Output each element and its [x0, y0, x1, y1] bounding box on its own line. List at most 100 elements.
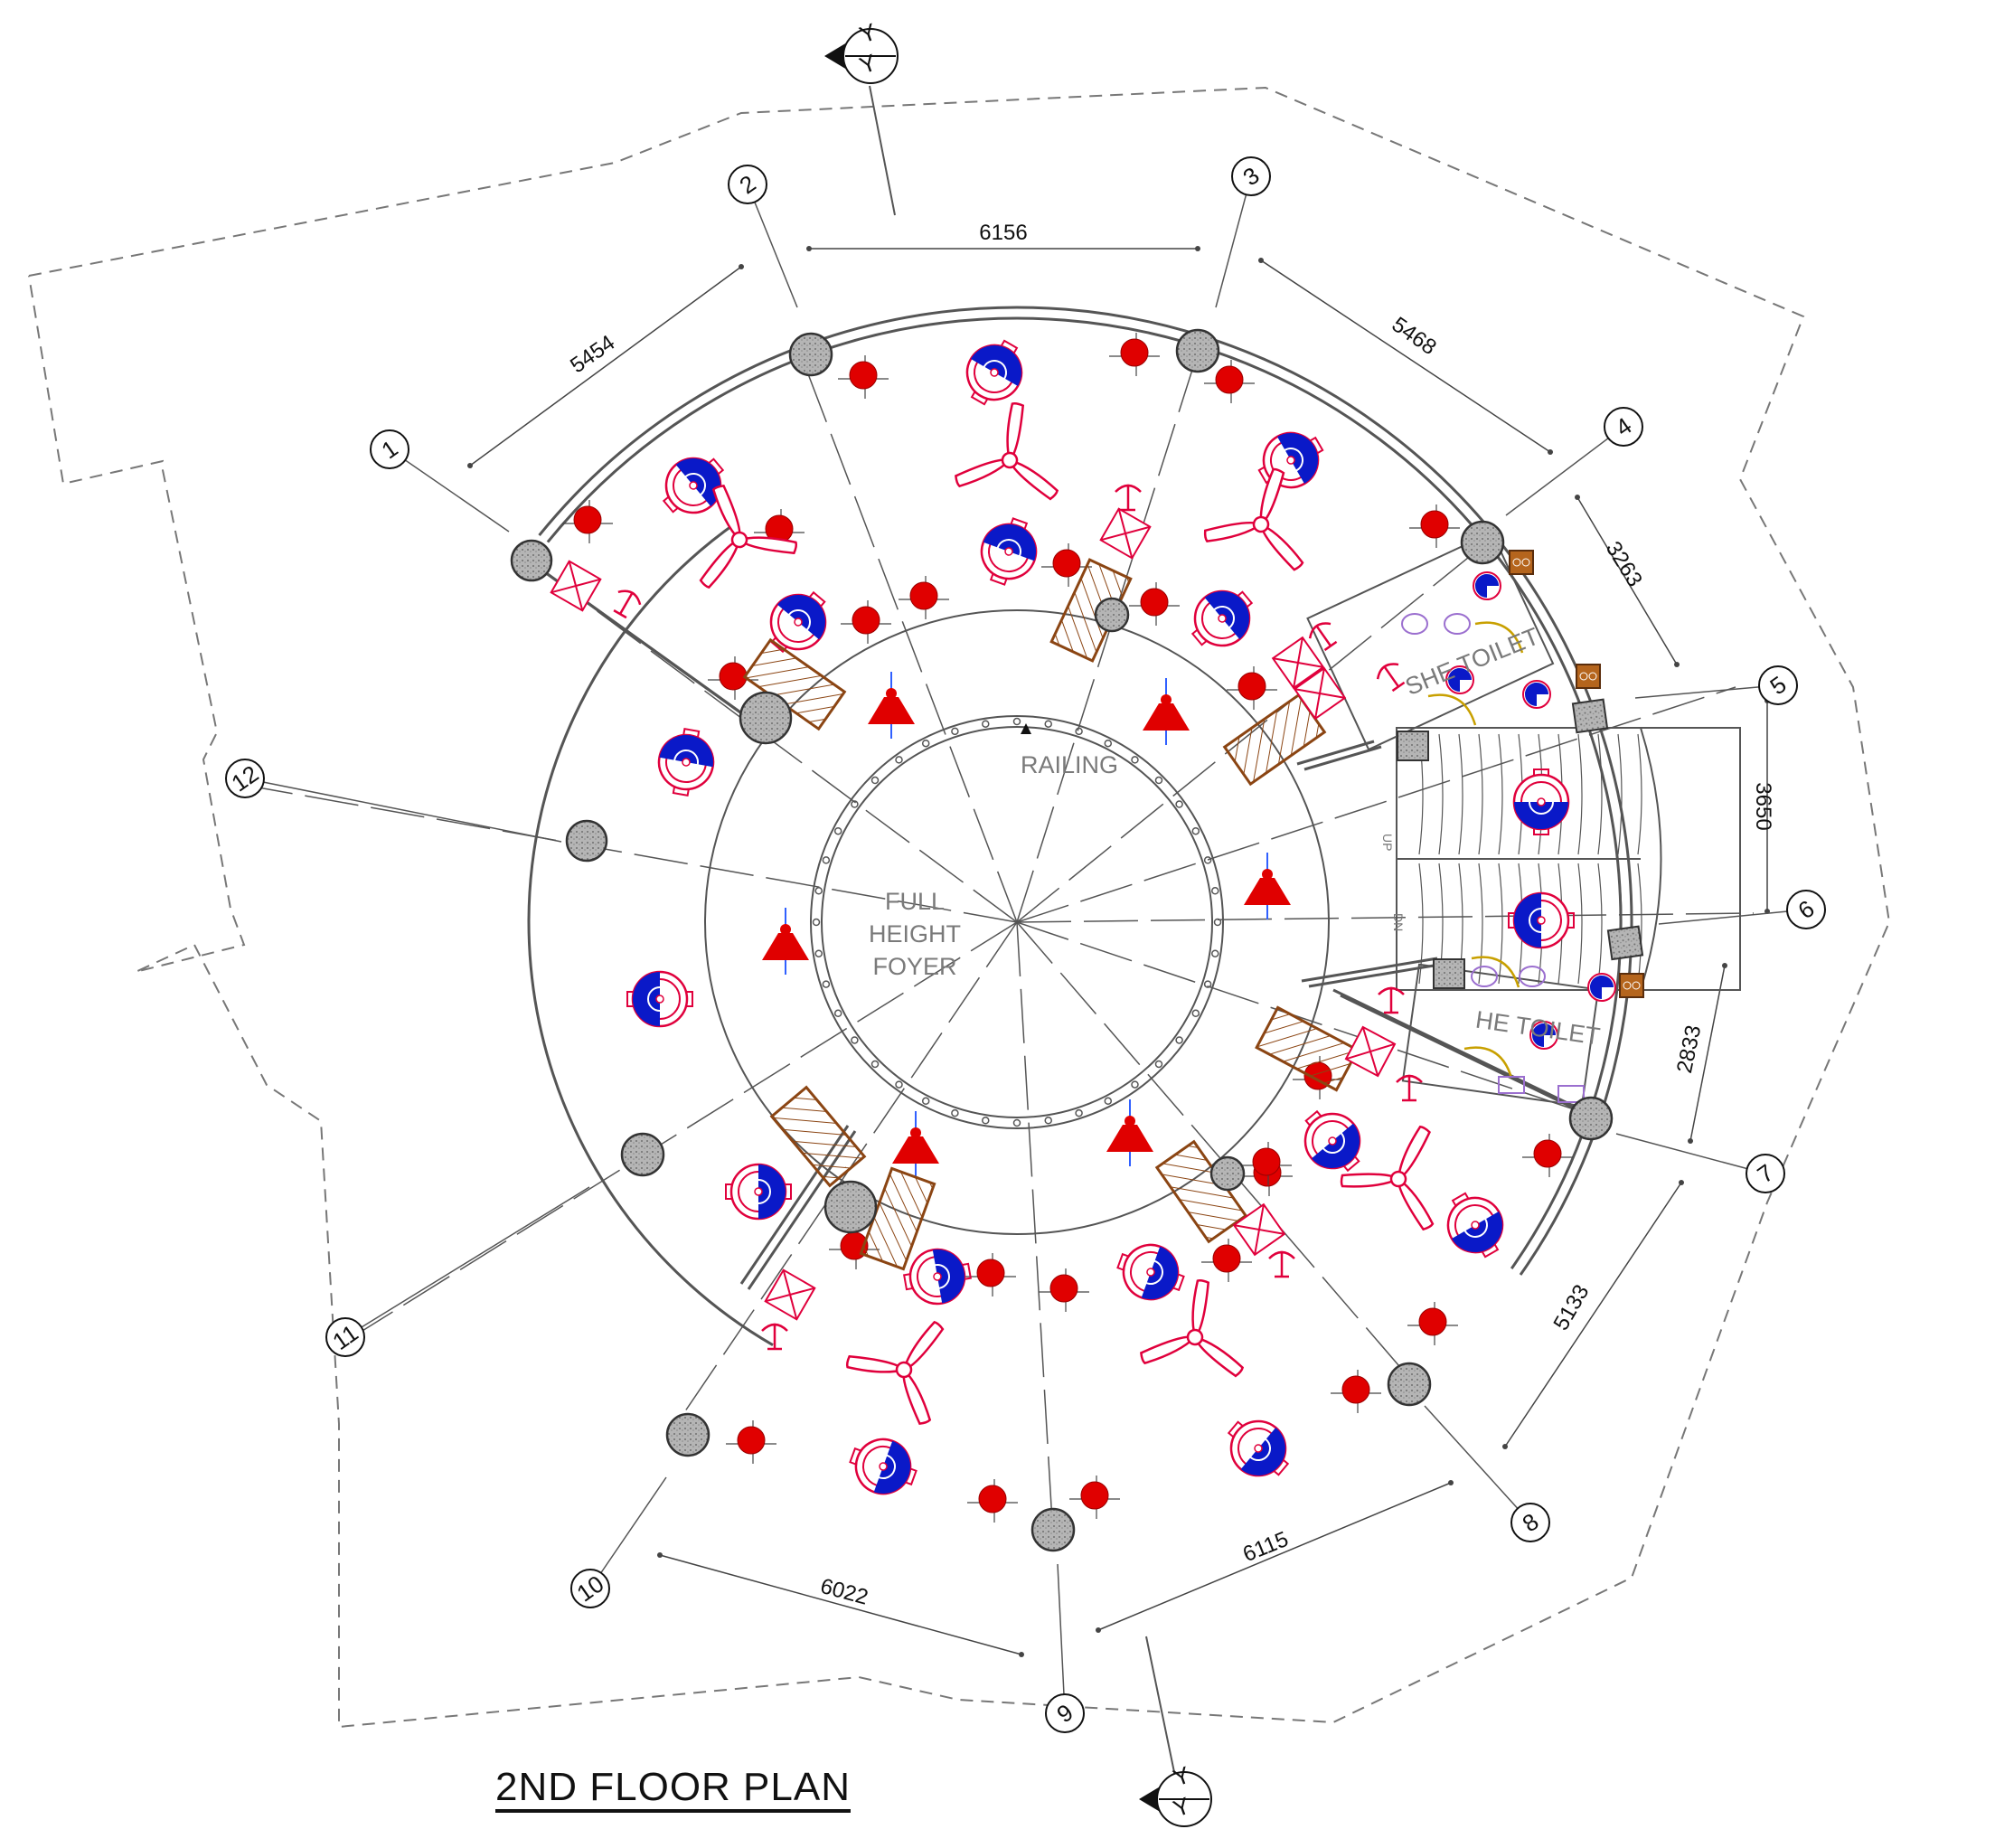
- railing-post: [1175, 800, 1183, 808]
- dimension-tick: [1195, 246, 1200, 251]
- dimension-line: [1097, 1482, 1452, 1631]
- railing-post: [1012, 1118, 1021, 1127]
- railing-post: [1012, 717, 1021, 726]
- axis-leader-line: [1215, 175, 1252, 308]
- column-icon: [1568, 1096, 1614, 1141]
- urinal-icon: [1498, 1076, 1525, 1094]
- axis-bubble: [1746, 1154, 1785, 1193]
- hatched-panel-icon: [1154, 1139, 1248, 1244]
- speaker-icon: [1303, 1109, 1361, 1173]
- axis-leader-line: [389, 448, 510, 533]
- railing-post: [822, 980, 831, 988]
- washbasin-icon: [1519, 966, 1546, 987]
- ceiling-fan-icon: [845, 1320, 945, 1425]
- dimension-value: 2833: [1672, 1023, 1707, 1076]
- stair-tread: [1617, 733, 1623, 855]
- stair-dn-label: DN: [1391, 913, 1406, 931]
- railing-post: [1104, 1097, 1113, 1106]
- column-icon: [1397, 731, 1429, 761]
- axis-bubble: [1758, 665, 1798, 705]
- column-icon: [620, 1132, 665, 1177]
- she-toilet-wall: [1306, 531, 1555, 751]
- dimension-line: [1260, 259, 1551, 453]
- column-icon: [788, 332, 833, 377]
- railing-post: [1044, 1117, 1052, 1125]
- railing-post: [1104, 739, 1113, 748]
- stair-tread: [1637, 863, 1642, 985]
- pendant-lamp-icon: [1143, 703, 1190, 731]
- stair-tread: [1577, 863, 1583, 985]
- axis-bubble: [1786, 890, 1826, 929]
- grid-line: [350, 921, 1018, 1339]
- railing-ring: [810, 715, 1224, 1129]
- columns: [510, 328, 1644, 1552]
- column-icon: [1175, 328, 1220, 373]
- dimension-value: 5133: [1548, 1280, 1594, 1334]
- speaker-icon: [1257, 431, 1324, 489]
- foyer-label-line1: FULL: [885, 888, 945, 915]
- axis-leader-line: [1057, 1563, 1066, 1714]
- dimension-value: 5454: [566, 330, 619, 378]
- stair-tread: [1478, 863, 1483, 985]
- railing-post: [1075, 727, 1083, 736]
- foyer-label-line3: FOYER: [872, 953, 956, 980]
- column-icon: [1433, 958, 1465, 989]
- column-icon: [1209, 1155, 1246, 1192]
- railing-post: [870, 776, 880, 785]
- fire-box-icon: [550, 560, 602, 612]
- axis-leader-line: [244, 778, 562, 843]
- railing-post: [982, 1117, 990, 1125]
- railing-post: [951, 1108, 959, 1117]
- pendant-lamp-icon: [762, 933, 809, 960]
- axis-bubble: [728, 165, 767, 204]
- column-icon: [510, 539, 553, 582]
- stair-tread: [1458, 733, 1463, 855]
- railing-post: [1211, 887, 1219, 895]
- speaker-icon: [1512, 768, 1570, 835]
- railing-post: [822, 856, 831, 864]
- inner-wall-arc: [527, 521, 774, 1346]
- ceiling-light-icon: [1049, 1274, 1078, 1303]
- grid-line: [1016, 352, 1199, 923]
- stair-tread: [1498, 863, 1503, 985]
- ceiling-light-icon: [1341, 1375, 1370, 1404]
- dimension-value: 6022: [818, 1574, 871, 1610]
- room-labels: RAILING FULL HEIGHT FOYER SHE TOILET HE …: [869, 622, 1602, 1050]
- ceiling-fan-icon: [955, 401, 1059, 501]
- ceiling-light-icon: [1215, 365, 1244, 394]
- ceiling-light-icon: [852, 606, 880, 635]
- dimension-line: [469, 266, 742, 467]
- outer-wall-arc-outer: [538, 306, 1633, 1276]
- he-toilet-wall: [1401, 963, 1600, 1108]
- axis-leader-line: [1424, 1405, 1531, 1523]
- speaker-icon: [725, 1163, 792, 1221]
- axis-bubble: [370, 429, 409, 469]
- axis-bubble: [570, 1569, 610, 1608]
- sprinkler-icon: [761, 1323, 788, 1351]
- column-icon: [739, 691, 793, 745]
- wall-segment: [1296, 740, 1375, 766]
- stair-tread: [1498, 733, 1503, 855]
- grid-line: [1016, 921, 1054, 1538]
- railing-post: [982, 720, 990, 728]
- railing-post: [833, 826, 842, 835]
- dimension-tick: [1722, 963, 1727, 968]
- axis-leader-line: [1615, 1133, 1766, 1174]
- stair-tread: [1637, 733, 1642, 855]
- axis-bubble: [1045, 1693, 1085, 1733]
- dimension-tick: [1502, 1444, 1508, 1449]
- dimension-tick: [1674, 662, 1680, 667]
- speaker-icon: [626, 970, 693, 1028]
- railing-post: [1191, 826, 1200, 835]
- column-icon: [665, 1412, 710, 1457]
- axis-leader-line: [344, 1186, 590, 1338]
- washbasin-icon: [1471, 966, 1498, 987]
- dimension-value: 3263: [1601, 537, 1647, 591]
- speaker-icon: [1508, 891, 1575, 949]
- sprinkler-icon: [1308, 622, 1338, 652]
- dimension-value: 3650: [1751, 782, 1775, 830]
- stair-tread: [1597, 863, 1603, 985]
- ceiling-light-icon: [1052, 549, 1081, 578]
